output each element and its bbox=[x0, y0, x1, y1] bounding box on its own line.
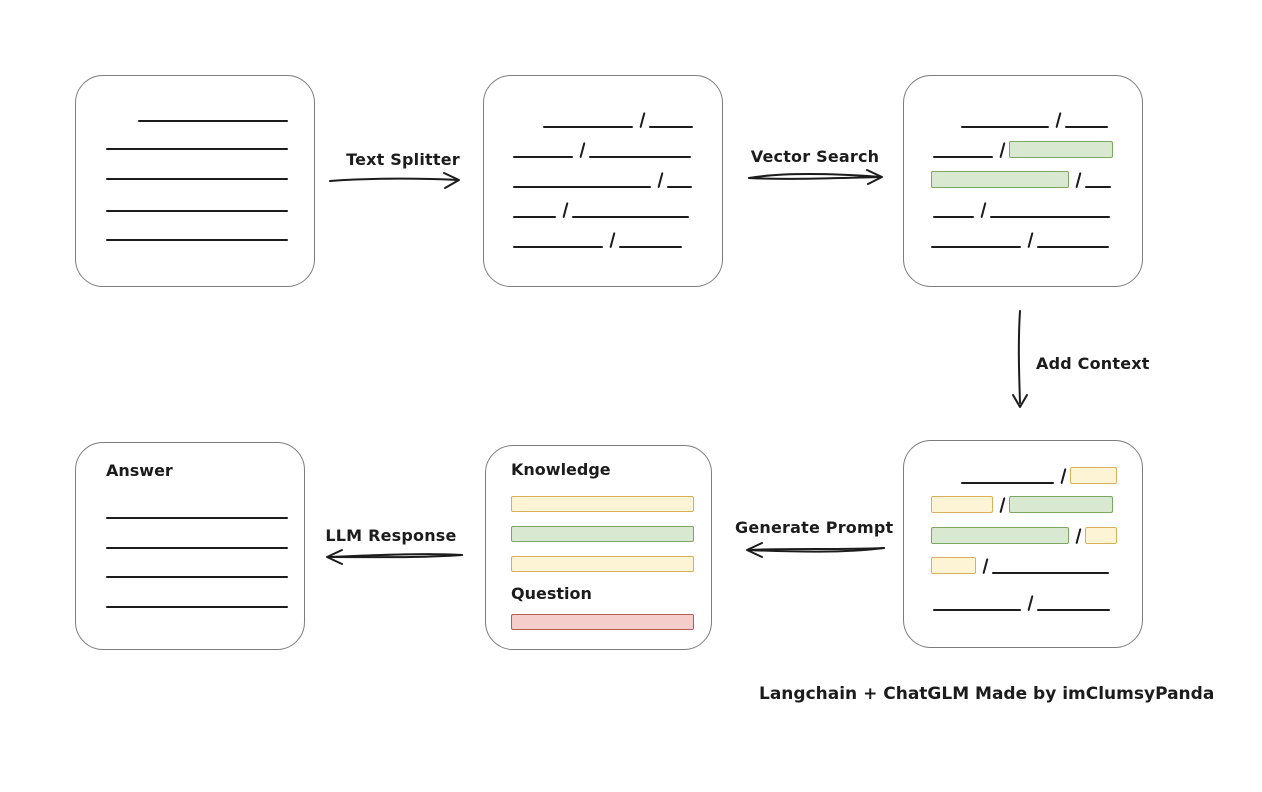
text-line bbox=[961, 482, 1054, 484]
text-line-row bbox=[931, 230, 1110, 249]
text-line bbox=[961, 126, 1049, 128]
text-line bbox=[619, 246, 683, 248]
slash-separator bbox=[1060, 468, 1067, 485]
chunk-yellow bbox=[931, 557, 976, 574]
slash-separator bbox=[1027, 232, 1034, 249]
chunk-green bbox=[931, 527, 1069, 544]
chunk-yellow bbox=[1085, 527, 1118, 544]
text-line-row bbox=[931, 526, 1118, 545]
text-line-row bbox=[931, 495, 1114, 514]
slash-separator bbox=[999, 142, 1006, 159]
text-line bbox=[106, 178, 288, 180]
text-line bbox=[106, 547, 288, 549]
text-line bbox=[543, 126, 633, 128]
text-line bbox=[1065, 126, 1109, 128]
text-line bbox=[933, 156, 993, 158]
text-line bbox=[106, 148, 288, 150]
text-line-row bbox=[931, 556, 1110, 575]
chunk-yellow bbox=[1070, 467, 1118, 484]
answer-title: Answer bbox=[106, 461, 173, 480]
text-line bbox=[106, 239, 288, 241]
slash-separator bbox=[562, 202, 569, 219]
knowledge-section-title: Knowledge bbox=[511, 460, 611, 479]
slash-separator bbox=[999, 497, 1006, 514]
label-llm-response: LLM Response bbox=[325, 526, 457, 545]
slash-separator bbox=[657, 172, 664, 189]
label-text-splitter: Text Splitter bbox=[346, 150, 460, 169]
text-line bbox=[106, 576, 288, 578]
arrow-generate-prompt bbox=[746, 542, 885, 558]
slash-separator bbox=[1055, 112, 1062, 129]
text-line bbox=[589, 156, 692, 158]
question-section-title: Question bbox=[511, 584, 592, 603]
text-line bbox=[667, 186, 693, 188]
slash-separator bbox=[1075, 528, 1082, 545]
text-line bbox=[649, 126, 694, 128]
slash-separator bbox=[980, 202, 987, 219]
text-line bbox=[933, 216, 974, 218]
text-line bbox=[138, 120, 288, 122]
text-line-row bbox=[933, 593, 1111, 612]
text-line bbox=[513, 156, 573, 158]
text-line bbox=[992, 572, 1110, 574]
arrow-add-context bbox=[1012, 310, 1028, 408]
node-split-chunks bbox=[483, 75, 723, 287]
node-answer: Answer bbox=[75, 442, 305, 650]
slash-separator bbox=[579, 142, 586, 159]
text-line bbox=[513, 216, 556, 218]
text-line bbox=[1037, 246, 1110, 248]
slash-separator bbox=[609, 232, 616, 249]
text-line bbox=[931, 246, 1021, 248]
node-context-chunks bbox=[903, 440, 1143, 648]
node-source-document bbox=[75, 75, 315, 287]
knowledge-bar-yellow bbox=[511, 496, 694, 512]
label-vector-search: Vector Search bbox=[750, 147, 880, 166]
text-line-row bbox=[513, 230, 683, 249]
text-line bbox=[106, 606, 288, 608]
text-line bbox=[1037, 609, 1111, 611]
credit-text: Langchain + ChatGLM Made by imClumsyPand… bbox=[759, 684, 1215, 704]
text-line bbox=[1085, 186, 1112, 188]
slash-separator bbox=[982, 558, 989, 575]
text-line bbox=[572, 216, 690, 218]
text-line-row bbox=[961, 110, 1109, 129]
text-line bbox=[513, 186, 651, 188]
question-bar-red bbox=[511, 614, 694, 630]
text-line bbox=[933, 609, 1021, 611]
text-line-row bbox=[543, 110, 694, 129]
chunk-green bbox=[931, 171, 1069, 188]
slash-separator bbox=[1027, 595, 1034, 612]
text-line-row bbox=[933, 140, 1114, 159]
text-line bbox=[106, 517, 288, 519]
chunk-yellow bbox=[931, 496, 993, 513]
text-line-row bbox=[933, 200, 1111, 219]
text-line-row bbox=[961, 466, 1118, 485]
node-prompt: Knowledge Question bbox=[485, 445, 712, 650]
slash-separator bbox=[1075, 172, 1082, 189]
knowledge-bar-green bbox=[511, 526, 694, 542]
text-line bbox=[106, 210, 288, 212]
text-line-row bbox=[513, 170, 693, 189]
node-vector-matched-chunks bbox=[903, 75, 1143, 287]
chunk-green bbox=[1009, 496, 1114, 513]
text-line bbox=[513, 246, 603, 248]
arrow-vector-search bbox=[748, 169, 883, 185]
arrow-text-splitter bbox=[329, 172, 460, 189]
chunk-green bbox=[1009, 141, 1114, 158]
knowledge-bar-yellow bbox=[511, 556, 694, 572]
arrow-llm-response bbox=[326, 549, 463, 565]
text-line-row bbox=[513, 200, 690, 219]
label-generate-prompt: Generate Prompt bbox=[735, 518, 894, 537]
slash-separator bbox=[639, 112, 646, 129]
text-line bbox=[990, 216, 1111, 218]
text-line-row bbox=[931, 170, 1112, 189]
text-line-row bbox=[513, 140, 692, 159]
label-add-context: Add Context bbox=[1036, 354, 1150, 373]
